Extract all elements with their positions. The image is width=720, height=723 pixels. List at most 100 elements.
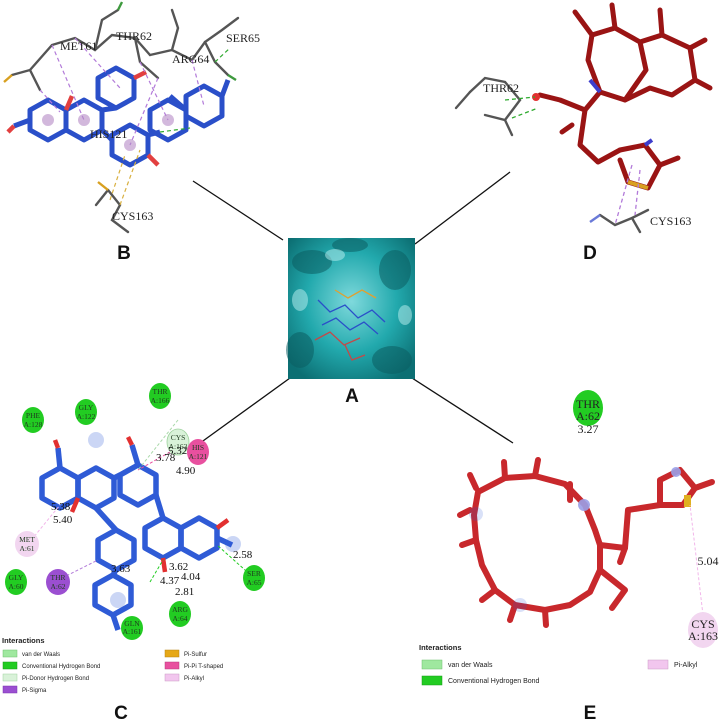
residue-label-cys163: CYS163: [112, 209, 153, 223]
legend-item: Pi-Alkyl: [164, 673, 204, 682]
svg-text:MET: MET: [19, 535, 35, 544]
svg-text:Pi-Pi T-shaped: Pi-Pi T-shaped: [184, 664, 223, 670]
legend-item: Pi-Alkyl: [647, 659, 698, 670]
svg-text:van der Waals: van der Waals: [22, 652, 60, 658]
distance-label: 3.27: [578, 422, 599, 436]
distance-label: 5.38: [51, 501, 71, 513]
connector-lines: [192, 171, 514, 447]
svg-text:GLY: GLY: [79, 403, 94, 412]
svg-text:van der Waals: van der Waals: [448, 662, 493, 669]
legend-item: van der Waals: [2, 649, 60, 658]
connector-a-e: [411, 377, 514, 444]
svg-text:CYS: CYS: [171, 433, 186, 442]
svg-text:A:60: A:60: [9, 582, 24, 591]
residue-gln161: GLN A:161: [121, 616, 143, 640]
legend-item: van der Waals: [421, 659, 493, 670]
svg-text:A:121: A:121: [189, 452, 208, 461]
panel-e-2d: THR A:62 3.27 5.04 CYS A:163 Interaction…: [419, 390, 719, 686]
panel-b-3d: MET61 THR62 ARG64 SER65 HIS121 CYS163: [3, 1, 260, 234]
legend-title: Interactions: [419, 643, 462, 652]
svg-text:CYS: CYS: [691, 617, 714, 631]
distance-label: 2.58: [233, 549, 253, 561]
connector-a-d: [414, 171, 511, 245]
distance-label: 5.40: [53, 514, 73, 526]
svg-text:ARG: ARG: [172, 605, 188, 614]
svg-text:A:64: A:64: [173, 614, 188, 623]
svg-text:Conventional Hydrogen Bond: Conventional Hydrogen Bond: [448, 678, 540, 685]
residue-label-thr62-d: THR62: [483, 81, 519, 95]
panel-letter-d: D: [583, 243, 597, 264]
legend-item: Conventional Hydrogen Bond: [421, 675, 540, 686]
panel-d-3d: THR62 CYS163: [454, 2, 713, 234]
svg-text:GLY: GLY: [9, 573, 24, 582]
residue-cys163-e: CYS A:163: [688, 612, 718, 648]
svg-text:GLN: GLN: [124, 619, 140, 628]
legend-c: Interactions van der Waals Conventional …: [2, 636, 223, 694]
ligand-b: [13, 65, 231, 168]
svg-text:A:65: A:65: [247, 578, 262, 587]
ligand-c: [39, 444, 234, 631]
svg-text:A:122: A:122: [77, 412, 96, 421]
interaction-dashes-b: [39, 37, 231, 206]
svg-text:SER: SER: [247, 569, 261, 578]
svg-text:A:161: A:161: [123, 627, 142, 636]
svg-text:A:62: A:62: [51, 582, 66, 591]
legend-item: Conventional Hydrogen Bond: [2, 661, 100, 670]
legend-item: Pi-Pi T-shaped: [164, 661, 223, 670]
distance-label: 4.90: [176, 465, 196, 477]
svg-text:Conventional Hydrogen Bond: Conventional Hydrogen Bond: [22, 664, 100, 670]
legend-e: Interactions van der Waals Conventional …: [419, 643, 698, 686]
svg-text:PHE: PHE: [26, 411, 41, 420]
svg-text:A:163: A:163: [688, 629, 718, 643]
connector-a-c: [195, 377, 291, 447]
residue-label-his121: HIS121: [90, 127, 127, 141]
distance-label: 3.78: [156, 452, 176, 464]
svg-text:Pi-Alkyl: Pi-Alkyl: [184, 676, 204, 682]
residue-phe128: PHE A:128: [22, 407, 44, 433]
residue-his121: HIS A:121: [187, 439, 209, 465]
distance-label: 3.62: [169, 561, 188, 573]
residue-thr62: THR A:62: [46, 569, 70, 595]
svg-text:A:61: A:61: [20, 544, 35, 553]
svg-text:HIS: HIS: [192, 443, 204, 452]
ligand-d: [537, 2, 713, 191]
residue-label-met61: MET61: [60, 39, 97, 53]
panel-letter-b: B: [117, 243, 131, 264]
svg-text:A:166: A:166: [151, 396, 170, 405]
residue-thr62-e: THR A:62: [573, 390, 603, 426]
docked-ligand-a: [314, 289, 386, 361]
legend-title: Interactions: [2, 636, 45, 645]
residue-gly60: GLY A:60: [5, 569, 27, 595]
svg-text:THR: THR: [153, 387, 168, 396]
svg-text:THR: THR: [51, 573, 66, 582]
ligand-e: [457, 457, 715, 628]
panel-a-surface: [286, 238, 415, 379]
distance-label: 4.04: [181, 571, 201, 583]
svg-text:Pi-Sulfur: Pi-Sulfur: [184, 652, 207, 658]
legend-item: Pi-Donor Hydrogen Bond: [2, 673, 89, 682]
residue-arg64: ARG A:64: [169, 601, 191, 627]
distance-label: 3.63: [111, 563, 131, 575]
residue-label-thr62: THR62: [116, 29, 152, 43]
svg-text:THR: THR: [576, 397, 600, 411]
residue-ser65: SER A:65: [243, 565, 265, 591]
panel-letter-e: E: [584, 703, 597, 723]
residue-thr166: THR A:166: [149, 383, 171, 409]
residue-label-ser65: SER65: [226, 31, 260, 45]
panel-letter-c: C: [114, 703, 128, 723]
residue-met61: MET A:61: [15, 531, 39, 557]
distance-label: 4.37: [160, 575, 180, 587]
residue-label-cys163-d: CYS163: [650, 214, 691, 228]
panel-c-2d: THR A:166 PHE A:128 GLY A:122 CYS A:163 …: [2, 383, 265, 694]
panel-letter-a: A: [345, 386, 359, 407]
legend-item: Pi-Sigma: [2, 685, 47, 694]
distance-label: 5.04: [698, 554, 719, 568]
svg-text:A:62: A:62: [576, 409, 600, 423]
distance-label: 5.32: [168, 445, 187, 457]
svg-text:A:163: A:163: [169, 442, 188, 451]
svg-text:Pi-Alkyl: Pi-Alkyl: [674, 662, 698, 669]
residue-cys163: CYS A:163: [166, 428, 190, 456]
residue-label-arg64: ARG64: [172, 52, 209, 66]
svg-text:Pi-Sigma: Pi-Sigma: [22, 688, 47, 694]
